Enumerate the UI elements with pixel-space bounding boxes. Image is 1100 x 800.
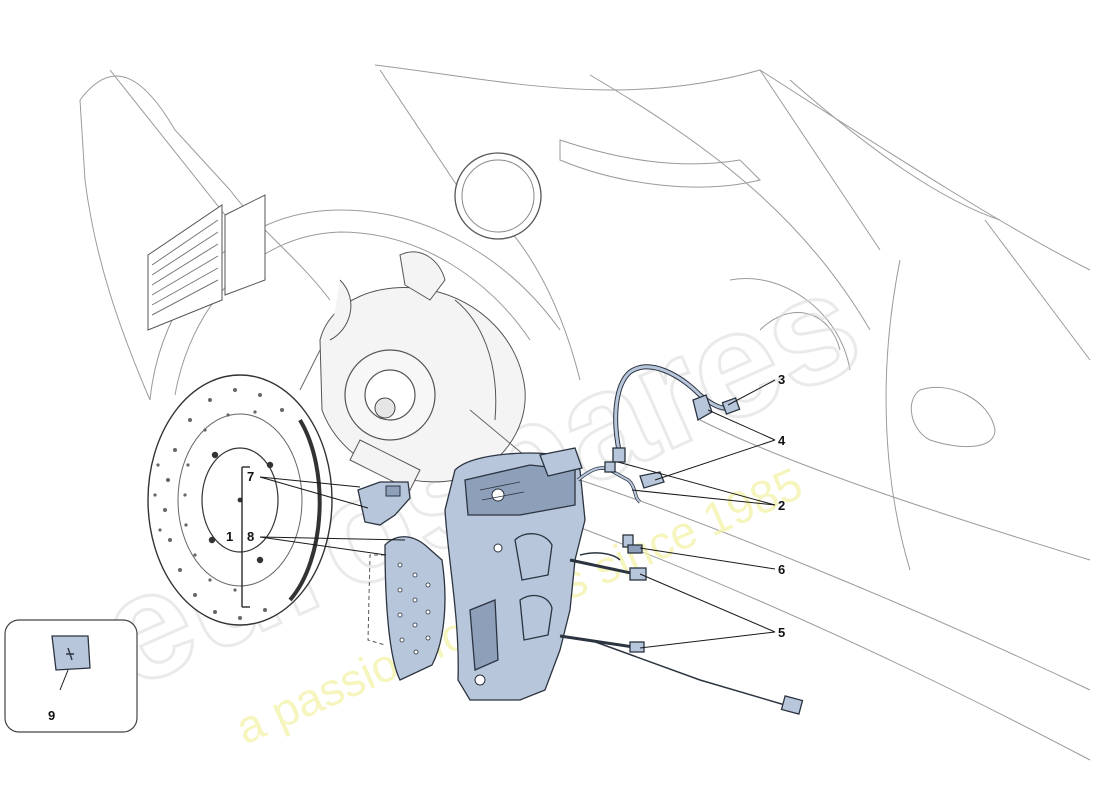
callout-4: 4: [778, 433, 786, 448]
callout-6: 6: [778, 562, 785, 577]
hub-upright: [299, 251, 531, 491]
inset-badge-part: [51, 635, 91, 671]
callout-8: 8: [247, 529, 254, 544]
leader-lines: [59, 379, 776, 691]
ferrari-horse-icon: [66, 647, 74, 661]
inset-box: [4, 619, 138, 733]
callout-7: 7: [247, 469, 254, 484]
callout-1: 1: [226, 529, 233, 544]
callouts: 1 2 3 4 5 6 7 8 9: [48, 372, 786, 723]
group-bracket: [241, 466, 250, 608]
brake-pad-small: [357, 481, 411, 526]
pad-outline-dashed: [367, 554, 386, 646]
callout-9: 9: [48, 708, 55, 723]
brake-disc: [147, 374, 333, 626]
callout-3: 3: [778, 372, 785, 387]
fuel-cap: [454, 152, 542, 240]
brake-pad-large: [384, 536, 446, 681]
brake-pipe: [576, 461, 665, 504]
bleed-screw: [622, 534, 643, 554]
wear-sensor-cables: [559, 552, 804, 715]
callout-5: 5: [778, 625, 785, 640]
vent-grille: [147, 194, 266, 331]
brake-hose: [612, 364, 741, 463]
brake-caliper: [444, 447, 586, 701]
callout-2: 2: [778, 498, 785, 513]
